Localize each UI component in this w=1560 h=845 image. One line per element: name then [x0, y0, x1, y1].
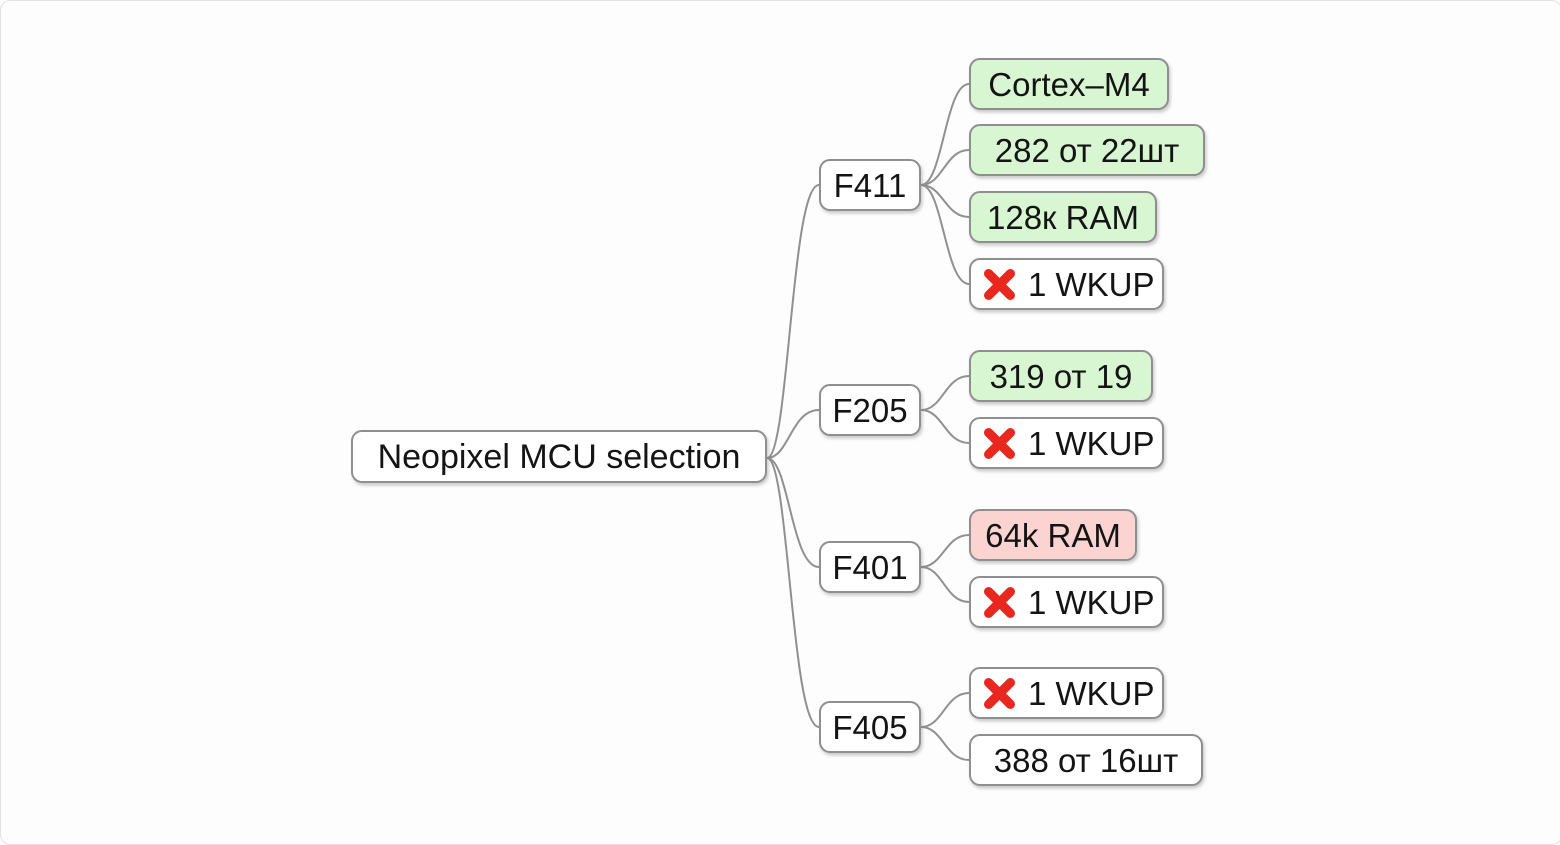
leaf-node-f405-wkup[interactable]: 1 WKUP	[969, 667, 1164, 719]
branch-node-label: F205	[832, 391, 908, 429]
connector-f411-leaf	[920, 149, 970, 186]
leaf-node-label: 64k RAM	[985, 516, 1121, 554]
leaf-node-label: 1 WKUP	[1028, 265, 1155, 303]
connector-f401-leaf	[920, 566, 970, 603]
leaf-node-f411-wkup[interactable]: 1 WKUP	[969, 258, 1164, 310]
leaf-node-388-of-16[interactable]: 388 от 16шт	[969, 734, 1203, 786]
branch-node-f405[interactable]: F405	[819, 701, 921, 753]
branch-node-f411[interactable]: F411	[819, 159, 921, 211]
leaf-node-label: 319 от 19	[989, 357, 1133, 395]
connector-f205-leaf	[920, 375, 970, 411]
leaf-node-label: 282 от 22шт	[994, 131, 1180, 169]
connector-f411-leaf	[920, 83, 970, 186]
connector-f405-leaf	[920, 692, 970, 728]
root-node[interactable]: Neopixel MCU selection	[351, 430, 767, 483]
error-x-icon	[983, 586, 1016, 618]
leaf-node-label: 1 WKUP	[1028, 424, 1155, 462]
leaf-node-282-of-22[interactable]: 282 от 22шт	[969, 124, 1205, 176]
branch-node-label: F405	[832, 708, 908, 746]
connector-f411-leaf	[920, 184, 970, 218]
branch-node-f401[interactable]: F401	[819, 541, 921, 593]
error-x-icon	[983, 677, 1016, 709]
branch-node-label: F401	[832, 548, 908, 586]
leaf-node-label: 388 от 16шт	[993, 741, 1179, 779]
leaf-node-label: Cortex–M4	[988, 65, 1150, 103]
connector-f411-leaf	[920, 184, 970, 285]
leaf-node-label: 1 WKUP	[1028, 674, 1155, 712]
leaf-node-label: 128к RAM	[987, 198, 1139, 236]
leaf-node-319-of-19[interactable]: 319 от 19	[969, 350, 1153, 402]
root-node-label: Neopixel MCU selection	[377, 437, 741, 476]
connector-root-f405	[766, 457, 820, 728]
leaf-node-cortex-m4[interactable]: Cortex–M4	[969, 58, 1169, 110]
connector-root-f205	[766, 409, 820, 459]
connector-f205-leaf	[920, 409, 970, 444]
leaf-node-64k-ram[interactable]: 64k RAM	[969, 509, 1137, 561]
error-x-icon	[983, 268, 1016, 300]
leaf-node-f205-wkup[interactable]: 1 WKUP	[969, 417, 1164, 469]
error-x-icon	[983, 427, 1016, 459]
leaf-node-label: 1 WKUP	[1028, 583, 1155, 621]
connector-root-f401	[766, 457, 820, 568]
leaf-node-f401-wkup[interactable]: 1 WKUP	[969, 576, 1164, 628]
branch-node-label: F411	[833, 166, 907, 204]
leaf-node-128k-ram[interactable]: 128к RAM	[969, 191, 1157, 243]
connector-root-f411	[766, 184, 820, 459]
connector-f405-leaf	[920, 726, 970, 761]
connector-f401-leaf	[920, 534, 970, 568]
branch-node-f205[interactable]: F205	[819, 384, 921, 436]
